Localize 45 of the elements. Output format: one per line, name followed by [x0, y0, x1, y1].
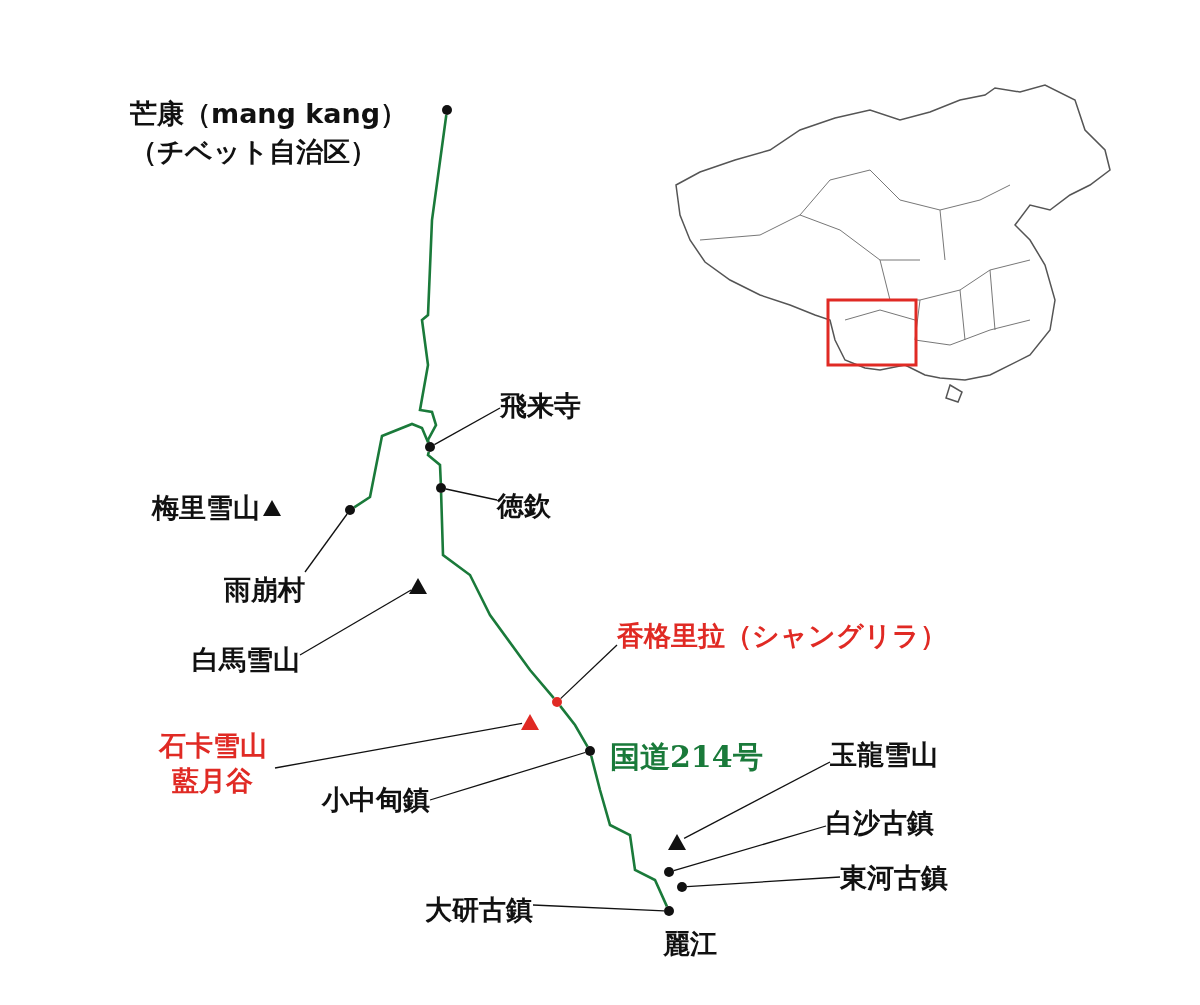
- road-line: [426, 451, 443, 484]
- place-label: 梅里雪山: [152, 491, 260, 525]
- location-dot: [425, 442, 435, 452]
- place-label: 玉龍雪山: [830, 737, 938, 773]
- place-label: （チベット自治区）: [130, 135, 377, 169]
- place-label: 白沙古鎮: [826, 805, 934, 841]
- road-line: [418, 114, 448, 443]
- road-name-label: 国道214号: [610, 738, 763, 776]
- leader-line: [559, 644, 618, 700]
- location-dot: [345, 505, 355, 515]
- road-line: [559, 705, 589, 748]
- location-dot: [664, 906, 674, 916]
- place-label: 麗江: [663, 927, 717, 961]
- leader-line: [274, 722, 523, 769]
- location-dot: [677, 882, 687, 892]
- place-label: 東河古鎮: [840, 860, 948, 896]
- location-dot: [436, 483, 446, 493]
- location-dot: [442, 105, 452, 115]
- road-line: [353, 422, 430, 509]
- place-label: 大研古鎮: [425, 892, 533, 928]
- location-dot: [585, 746, 595, 756]
- place-label: 小中甸鎮: [322, 782, 430, 818]
- place-label: 白馬雪山: [192, 642, 300, 678]
- place-label: 徳欽: [497, 488, 551, 524]
- leader-line: [445, 488, 498, 501]
- mountain-marker: [409, 578, 427, 594]
- leader-line: [673, 825, 827, 872]
- road-line: [589, 755, 669, 907]
- location-dot: [552, 697, 562, 707]
- leader-line: [683, 761, 831, 839]
- leader-line: [532, 904, 665, 912]
- leader-line: [686, 876, 841, 888]
- highlighted-place-label: 香格里拉（シャングリラ）: [617, 618, 947, 654]
- leader-line: [299, 589, 412, 656]
- place-label: 雨崩村: [224, 572, 305, 608]
- leader-line: [304, 513, 348, 573]
- highlighted-place-label: 石卡雪山藍月谷: [150, 728, 275, 799]
- mountain-marker: [668, 834, 686, 850]
- road-line: [439, 492, 555, 700]
- leader-line: [429, 751, 586, 801]
- place-label: 飛来寺: [500, 388, 581, 424]
- mountain-marker: [521, 714, 539, 730]
- leader-line: [433, 407, 501, 446]
- place-label: 芒康（mang kang）: [130, 97, 408, 131]
- location-dot: [664, 867, 674, 877]
